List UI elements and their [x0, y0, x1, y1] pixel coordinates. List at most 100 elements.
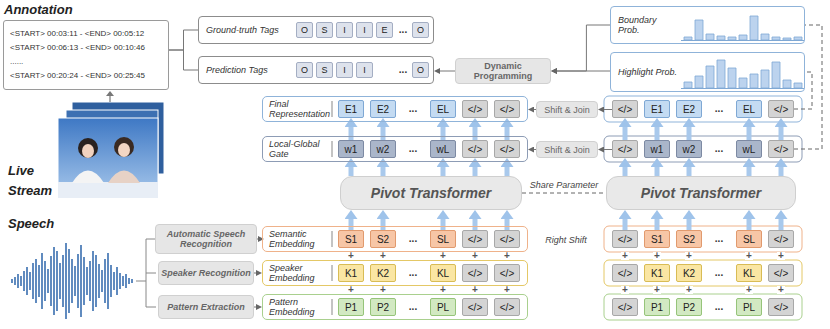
- token-cell: S2: [676, 230, 702, 248]
- flow-arrow: [623, 127, 628, 140]
- arrow-head: [106, 91, 114, 96]
- flow-arrow: [381, 127, 386, 140]
- token-text: SL: [743, 234, 755, 245]
- bar-baselines: [681, 41, 804, 89]
- box-text: Pivot Transformer: [371, 185, 491, 201]
- text-label: Live Stream: [8, 161, 60, 201]
- band-title: Semantic Embedding: [269, 229, 333, 249]
- tag-cell: I: [356, 22, 373, 38]
- token-text: O: [301, 65, 308, 76]
- flow-arrow: [779, 167, 784, 176]
- flow-arrow: [687, 127, 692, 140]
- token-cell: P1: [338, 298, 364, 316]
- flow-arrow: [747, 127, 752, 140]
- token-cell: </>: [612, 100, 638, 118]
- token-text: P1: [651, 302, 663, 313]
- live-stream-picture: [58, 91, 164, 198]
- token-text: </>: [618, 104, 632, 115]
- token-cell: S2: [370, 230, 396, 248]
- token-cell: </>: [462, 298, 488, 316]
- token-text: w2: [377, 144, 390, 155]
- token-text: K1: [651, 268, 663, 279]
- row-band: Speaker EmbeddingK1K2KL</></>: [262, 260, 528, 286]
- token-text: w1: [651, 144, 664, 155]
- token-cell: E1: [338, 100, 364, 118]
- token-cell: wL: [736, 140, 762, 158]
- row-band: Pattern EmbeddingP1P2PL</></>: [262, 294, 528, 320]
- token-text: </>: [468, 302, 482, 313]
- token-cell: w2: [676, 140, 702, 158]
- desk: [58, 182, 158, 198]
- prob-panel: Highlight Prob.: [610, 52, 805, 92]
- connector: [254, 307, 256, 308]
- ellipsis-label: ...: [715, 104, 723, 114]
- ellipsis-label: ...: [409, 144, 417, 154]
- person: [82, 144, 94, 158]
- plus-sign: +: [471, 286, 479, 294]
- token-text: EL: [437, 104, 449, 115]
- ellipsis-label: ...: [715, 268, 723, 278]
- ellipsis-label: ...: [715, 234, 723, 244]
- annotation-box: Annotation<START> 00:03:11 - <END> 00:05…: [3, 20, 169, 90]
- tag-cell: E: [376, 22, 393, 38]
- text-label: Speech: [8, 214, 54, 234]
- token-cell: </>: [462, 100, 488, 118]
- text-label: Right Shift: [545, 235, 587, 245]
- token-text: </>: [774, 104, 788, 115]
- token-text: EL: [743, 104, 755, 115]
- plus-sign: +: [621, 286, 629, 294]
- token-cell: </>: [612, 298, 638, 316]
- annotation-line: <START> 00:03:11 - <END> 00:05:12: [10, 27, 144, 41]
- flow-arrow: [747, 219, 752, 230]
- token-text: I: [343, 65, 346, 76]
- token-text: K2: [683, 268, 695, 279]
- edge-label: Share Parameter: [528, 180, 601, 190]
- token-cell: </>: [768, 264, 794, 282]
- frame: [58, 118, 158, 198]
- token-text: K1: [345, 268, 357, 279]
- tag-cell: I: [356, 62, 373, 78]
- flow-arrow: [655, 219, 660, 230]
- person: [118, 143, 130, 157]
- token-cell: EL: [736, 100, 762, 118]
- token-text: P2: [683, 302, 695, 313]
- token-text: I: [363, 65, 366, 76]
- token-text: I: [343, 25, 346, 36]
- token-text: </>: [500, 302, 514, 313]
- token-text: </>: [500, 144, 514, 155]
- box-text: Pivot Transformer: [641, 185, 761, 201]
- connector: [169, 30, 198, 50]
- flow-arrow: [505, 167, 510, 176]
- box-text: Automatic Speech Recognition: [156, 229, 256, 249]
- token-text: S1: [651, 234, 663, 245]
- ellipsis-label: ...: [409, 268, 417, 278]
- token-text: </>: [774, 268, 788, 279]
- box-text: Dynamic Programming: [456, 61, 550, 81]
- tag-cell: O: [412, 22, 429, 38]
- band-outline: [604, 260, 802, 286]
- module-box: Pattern Extraction: [158, 295, 254, 319]
- flow-arrow: [441, 127, 446, 140]
- token-text: P2: [377, 302, 389, 313]
- flow-arrow: [349, 127, 354, 140]
- separator-lines: [332, 101, 333, 315]
- connector: [604, 109, 612, 110]
- token-cell: </>: [768, 230, 794, 248]
- token-cell: </>: [612, 140, 638, 158]
- token-cell: E2: [370, 100, 396, 118]
- flow-arrow: [779, 219, 784, 230]
- module-box: Automatic Speech Recognition: [155, 224, 257, 254]
- token-cell: </>: [768, 298, 794, 316]
- token-cell: P2: [676, 298, 702, 316]
- connector: [257, 239, 258, 240]
- flow-arrow: [623, 167, 628, 176]
- token-cell: K2: [676, 264, 702, 282]
- dp-box: Dynamic Programming: [455, 58, 551, 84]
- prob-panel: Boundary Prob.: [610, 6, 805, 44]
- token-cell: w2: [370, 140, 396, 158]
- person: [108, 171, 140, 184]
- connector: [169, 50, 198, 70]
- tag-cell: S: [316, 62, 333, 78]
- box-text: Shift & Join: [544, 145, 590, 155]
- token-text: w1: [345, 144, 358, 155]
